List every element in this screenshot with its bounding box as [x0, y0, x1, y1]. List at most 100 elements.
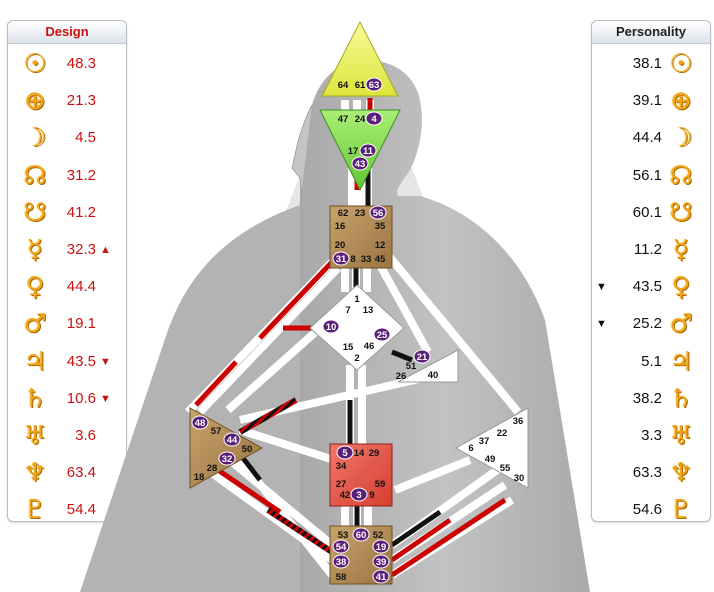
- svg-text:47: 47: [338, 114, 349, 125]
- gate-2: 2: [354, 353, 359, 364]
- gate-26: 26: [396, 371, 407, 382]
- design-value: 43.5: [66, 352, 96, 370]
- gate-63: 63: [365, 77, 383, 92]
- gate-51: 51: [406, 361, 417, 372]
- svg-text:26: 26: [396, 371, 407, 382]
- svg-text:42: 42: [340, 490, 351, 501]
- gate-52: 52: [373, 530, 384, 541]
- svg-text:58: 58: [336, 572, 347, 583]
- gate-47: 47: [338, 114, 349, 125]
- svg-text:14: 14: [354, 448, 365, 459]
- south-node-icon: ☋: [23, 197, 47, 228]
- gate-4: 4: [365, 111, 383, 126]
- gate-59: 59: [375, 479, 386, 490]
- saturn-icon: ♄: [23, 383, 47, 414]
- personality-row-venus: ♀43.5▼: [592, 272, 710, 302]
- svg-text:31: 31: [336, 254, 347, 265]
- design-value: 4.5: [75, 129, 96, 147]
- svg-text:60: 60: [356, 530, 367, 541]
- gate-27: 27: [336, 479, 347, 490]
- moon-icon: ☽: [669, 123, 693, 154]
- personality-header: Personality: [592, 21, 710, 44]
- gate-45: 45: [375, 254, 386, 265]
- personality-row-pluto: ♇54.6: [592, 495, 710, 525]
- svg-text:21: 21: [417, 352, 428, 363]
- personality-value: 54.6: [632, 501, 662, 519]
- personality-value: 38.1: [632, 55, 662, 72]
- center-heart: [397, 349, 459, 383]
- sun-icon: ☉: [669, 49, 693, 79]
- personality-value: 43.5: [632, 278, 662, 296]
- personality-row-mars: ♂25.2▼: [592, 309, 710, 339]
- mercury-icon: ☿: [673, 235, 689, 265]
- detriment-arrow-icon: ▼: [100, 392, 111, 405]
- design-value: 19.1: [66, 315, 96, 333]
- personality-row-south-node: ☋60.1: [592, 198, 710, 228]
- svg-text:61: 61: [355, 80, 366, 91]
- gate-50: 50: [242, 444, 253, 455]
- gate-60: 60: [352, 527, 370, 542]
- svg-text:22: 22: [497, 428, 508, 439]
- center-head: [321, 20, 399, 97]
- gate-29: 29: [369, 448, 380, 459]
- svg-text:16: 16: [335, 221, 346, 232]
- svg-text:51: 51: [406, 361, 417, 372]
- gate-37: 37: [479, 436, 490, 447]
- personality-value: 25.2: [632, 315, 662, 333]
- svg-text:7: 7: [345, 305, 350, 316]
- detriment-arrow-icon: ▼: [596, 318, 607, 331]
- svg-text:40: 40: [428, 370, 439, 381]
- svg-text:15: 15: [343, 342, 354, 353]
- design-row-moon: ☽4.5: [8, 123, 126, 153]
- design-value: 44.4: [66, 278, 96, 296]
- svg-text:11: 11: [363, 146, 374, 157]
- sun-icon: ☉: [23, 49, 47, 79]
- gate-28: 28: [207, 463, 218, 474]
- gate-3: 3: [350, 487, 368, 502]
- personality-panel: Personality ☉38.1⊕39.1☽44.4☊56.1☋60.1☿11…: [591, 20, 711, 525]
- design-row-neptune: ♆63.4: [8, 458, 126, 488]
- detriment-arrow-icon: ▼: [596, 281, 607, 294]
- channels: [185, 98, 522, 579]
- design-value: 41.2: [66, 203, 96, 221]
- svg-text:63: 63: [369, 80, 380, 91]
- detriment-arrow-icon: ▼: [100, 355, 111, 368]
- svg-text:30: 30: [514, 473, 525, 484]
- gate-13: 13: [363, 305, 374, 316]
- svg-text:29: 29: [369, 448, 380, 459]
- gate-23: 23: [355, 208, 366, 219]
- design-value: 10.6: [66, 389, 96, 407]
- gate-41: 41: [372, 569, 390, 584]
- svg-text:19: 19: [376, 542, 387, 553]
- gate-6: 6: [468, 443, 473, 454]
- gate-35: 35: [375, 221, 386, 232]
- personality-value: 56.1: [632, 166, 662, 184]
- personality-row-uranus: ♅3.3: [592, 421, 710, 451]
- center-spleen: [189, 407, 264, 489]
- personality-value: 5.1: [641, 352, 662, 370]
- svg-text:54: 54: [336, 542, 347, 553]
- svg-text:12: 12: [375, 240, 386, 251]
- svg-text:43: 43: [355, 159, 366, 170]
- svg-text:37: 37: [479, 436, 490, 447]
- svg-text:4: 4: [371, 114, 377, 125]
- mercury-icon: ☿: [27, 235, 43, 265]
- gate-31: 31: [332, 251, 350, 266]
- design-value: 32.3: [66, 241, 96, 258]
- gate-44: 44: [223, 432, 241, 447]
- personality-row-moon: ☽ 44.4: [592, 123, 710, 153]
- gate-16: 16: [335, 221, 346, 232]
- design-row-mercury: ☿32.3▲: [8, 235, 126, 265]
- jupiter-icon: ♃: [669, 346, 693, 377]
- gate-64: 64: [338, 80, 349, 91]
- svg-text:2: 2: [354, 353, 359, 364]
- svg-text:44: 44: [227, 435, 238, 446]
- svg-text:20: 20: [335, 240, 346, 251]
- svg-text:18: 18: [194, 472, 205, 483]
- personality-value: 44.4: [632, 129, 662, 147]
- gate-57: 57: [211, 426, 222, 437]
- personality-row-sun: ☉ 38.1: [592, 49, 710, 79]
- design-panel: Design ☉48.3⊕21.3☽4.5☊31.2☋41.2☿32.3▲♀44…: [7, 20, 127, 525]
- gate-17: 17: [348, 146, 359, 157]
- personality-value: 39.1: [632, 92, 662, 110]
